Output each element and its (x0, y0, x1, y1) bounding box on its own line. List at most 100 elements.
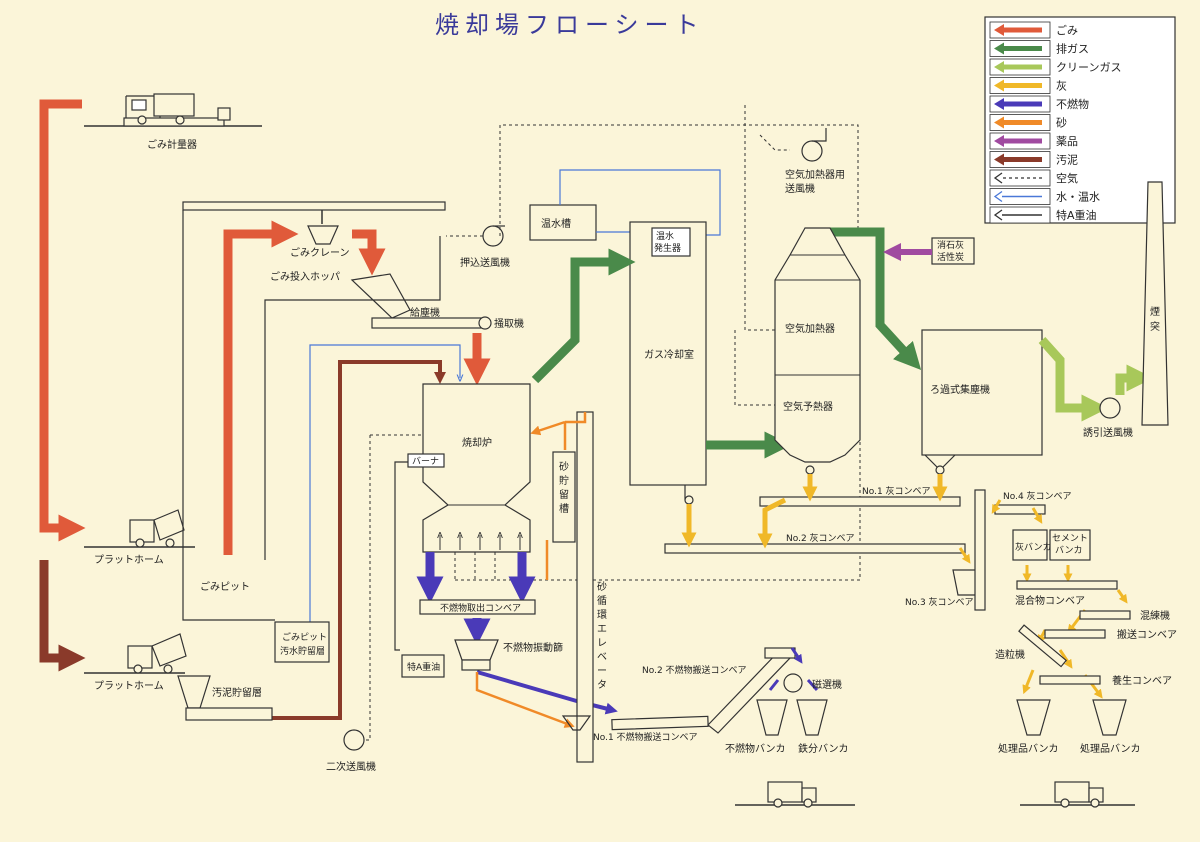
sand-storage: 砂 貯 留 槽 (552, 451, 576, 543)
label-ash-conv3: No.3 灰コンベア (905, 596, 974, 608)
legend-label: ごみ (1056, 23, 1078, 37)
label-vibrating: 不燃物振動篩 (503, 641, 563, 654)
stack: 煙 突 (1141, 181, 1169, 426)
label-secondary-fan: 二次送風機 (326, 760, 376, 773)
burner-airflow (440, 535, 520, 550)
legend-arrowhead (994, 42, 1004, 55)
ash-conveyors: No.1 灰コンベア No.2 灰コンベア No.3 灰コンベア No.4 灰コ… (664, 485, 1072, 611)
label-cement-2: バンカ (1055, 545, 1082, 556)
label-pit-water-1: ごみピット (282, 631, 327, 643)
legend-arrowhead (994, 61, 1004, 73)
water-line-furnace (309, 344, 460, 625)
legend-swatch-cell (989, 169, 1051, 187)
label-stack-2: 突 (1150, 320, 1160, 333)
platform-2: プラットホーム (84, 633, 187, 692)
hopper-feeder: ごみ投入ホッパ 給塵機 掻取機 (270, 270, 524, 330)
label-air-preheater: 空気予熱器 (783, 400, 833, 413)
legend-arrowhead (994, 153, 1004, 166)
legend-label: 不燃物 (1056, 97, 1089, 111)
label-iron-bunker: 鉄分バンカ (798, 742, 849, 755)
label-granulator: 造粒機 (995, 648, 1025, 661)
flow-garbage-to-platform (39, 99, 86, 542)
label-hopper: ごみ投入ホッパ (270, 270, 340, 283)
label-filter: ろ過式集塵機 (930, 383, 990, 396)
flow-crane-to-hopper (352, 229, 386, 276)
air-line-preheat (734, 330, 775, 406)
label-garbage-scale: ごみ計量器 (147, 138, 197, 151)
label-elev-4: エ (597, 624, 607, 635)
flow-sludge-to-furnace (272, 360, 446, 720)
sand-elevator: 砂 循 環 エ レ ベ ー タ (576, 411, 607, 763)
label-push-fan: 押込送風機 (460, 256, 510, 269)
legend-label: 排ガス (1056, 42, 1089, 56)
legend-arrowhead (993, 190, 1003, 203)
legend-label: 特A重油 (1056, 208, 1097, 222)
label-gas-cooling: ガス冷却室 (644, 348, 694, 361)
secondary-fan: 二次送風機 (326, 729, 376, 773)
label-sand-2: 貯 (559, 475, 569, 487)
label-elev-1: 砂 (597, 580, 607, 593)
label-pit: ごみピット (200, 580, 250, 593)
flow-sand-return (475, 672, 575, 728)
magnetic-separator: 磁選機 不燃物バンカ 鉄分バンカ (725, 673, 849, 755)
label-stoker: 掻取機 (494, 317, 524, 330)
label-unburnt-bunker: 不燃物バンカ (725, 742, 786, 755)
sludge-flow (39, 360, 446, 720)
sand-flow (475, 412, 587, 728)
ash-processing: 灰バンカ セメント バンカ 混合物コンベア 混練機 搬送コンベア 造粒機 養生コ… (995, 529, 1177, 755)
filter-collector: ろ過式集塵機 (921, 329, 1043, 475)
flow-furnace-to-cooling (531, 248, 636, 384)
label-platform-1: プラットホーム (94, 554, 164, 566)
label-air-heater: 空気加熱器 (785, 322, 835, 335)
label-platform-2: プラットホーム (94, 680, 164, 692)
legend-label: 薬品 (1056, 135, 1078, 148)
label-stack-1: 煙 (1150, 306, 1160, 318)
legend-label: 灰 (1056, 79, 1067, 93)
unburnt-conveyor: 不燃物取出コンベア (419, 599, 536, 615)
legend-arrowhead (993, 172, 1003, 184)
label-elev-3: 環 (597, 609, 607, 621)
label-product-1: 処理品バンカ (998, 742, 1059, 755)
water-line-top (559, 169, 721, 235)
label-ash-conv4: No.4 灰コンベア (1003, 490, 1072, 502)
label-air-heater-fan-2: 送風機 (785, 182, 815, 195)
legend-arrowhead (994, 79, 1004, 92)
flow-filter-to-fan (1038, 336, 1109, 422)
label-induced-fan: 誘引送風機 (1083, 426, 1133, 439)
label-oil: 特A重油 (407, 661, 440, 673)
label-carry-conv: 搬送コンベア (1117, 628, 1177, 641)
flow-garbage-pit-to-crane (223, 220, 299, 555)
label-warm-gen-1: 温水 (656, 230, 674, 242)
legend-arrowhead (994, 116, 1004, 129)
chemical-feed: 消石灰 活性炭 (883, 237, 975, 265)
legend-label: クリーンガス (1056, 61, 1121, 74)
garbage-flow (39, 99, 491, 555)
label-incinerator: 焼却炉 (462, 437, 492, 449)
label-warm-gen-2: 発生器 (654, 242, 681, 254)
sludge-tank: 汚泥貯留層 (177, 675, 273, 721)
crane: ごみクレーン (182, 201, 446, 259)
flow-fan-to-stack (1115, 364, 1154, 395)
push-fan: 押込送風機 (460, 225, 510, 269)
label-product-2: 処理品バンカ (1080, 742, 1141, 755)
label-sludge: 汚泥貯留層 (212, 686, 262, 699)
label-elev-2: 循 (597, 594, 607, 607)
legend-arrowhead (993, 209, 1003, 221)
feeder-conveyor (371, 317, 483, 329)
incinerator: 焼却炉 バーナ (394, 383, 531, 651)
oil-line (394, 461, 408, 651)
label-lime-2: 活性炭 (937, 251, 964, 263)
label-elev-7: ー (597, 666, 607, 677)
label-elev-5: レ (597, 638, 607, 649)
label-cure-conv: 養生コンベア (1112, 674, 1172, 687)
label-warm-tank: 温水槽 (541, 217, 571, 230)
clean-gas-flow (1038, 336, 1154, 422)
unburnt-conveyor-2: No.2 不燃物搬送コンベア (642, 647, 803, 734)
label-unburnt-conv: 不燃物取出コンベア (440, 602, 521, 614)
air-line-heater (744, 105, 775, 331)
legend-label: 砂 (1056, 117, 1067, 130)
legend-arrowhead (994, 135, 1004, 147)
heater-tower: 空気加熱器 空気予熱器 (774, 227, 861, 475)
